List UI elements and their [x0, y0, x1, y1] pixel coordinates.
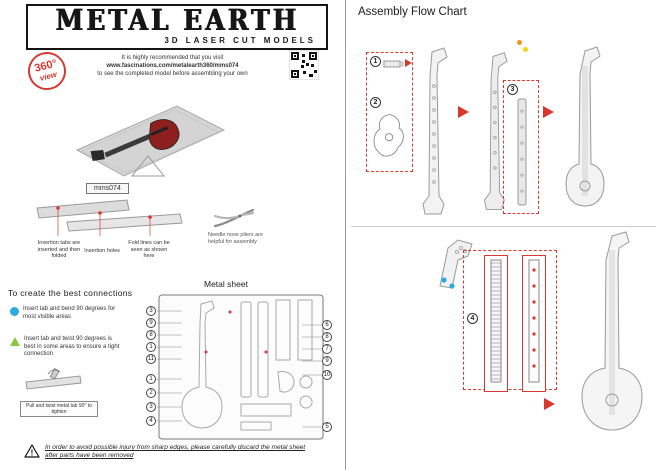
part-number: 1	[146, 374, 156, 384]
final-model-diagram	[572, 230, 652, 450]
part-number: 9	[322, 356, 332, 366]
connections-heading: To create the best connections	[8, 288, 133, 298]
assembled-neck-diagram	[562, 46, 608, 219]
tip-twist-text: Insert tab and twist 90 degrees is best …	[24, 336, 120, 357]
svg-text:!: !	[31, 449, 34, 458]
twist-diagram: Pull and twist metal tab 90° to tighten	[20, 366, 98, 424]
part-number: 4	[146, 416, 156, 426]
part-number: 10	[322, 370, 332, 380]
model-photo	[52, 88, 237, 180]
pliers-icon	[212, 206, 257, 230]
part-number: 7	[322, 344, 332, 354]
intro-url: www.fascinations.com/metalearth360/mms07…	[106, 63, 239, 69]
part-number: 6	[322, 320, 332, 330]
callout-fold-lines: Fold lines can be seen as shown here	[128, 240, 170, 259]
model-number-label: mms074	[86, 183, 129, 194]
step-number-3: 3	[507, 84, 518, 95]
part-number: 5	[322, 422, 332, 432]
fretboard-strip-hatched	[484, 255, 508, 392]
part-number: 2	[146, 388, 156, 398]
substep-box-4: 4	[463, 250, 557, 392]
fretboard-strip-diagram	[512, 97, 532, 214]
page-right: Assembly Flow Chart 1 2	[345, 0, 660, 470]
tip-bend: Insert tab and bend 90 degrees for most …	[10, 306, 122, 321]
flow-arrow-icon	[405, 59, 412, 67]
part-number: 8	[146, 330, 156, 340]
substep-box-3: 3	[503, 80, 539, 214]
neck-piece-diagram	[414, 46, 450, 223]
metal-sheet-label: Metal sheet	[204, 279, 248, 289]
substep-box-1-2: 1 2	[366, 52, 413, 172]
warning-triangle-icon: !	[24, 444, 40, 463]
tab-hole-diagram	[32, 196, 187, 236]
tip-bend-text: Insert tab and bend 90 degrees for most …	[23, 306, 116, 320]
part-number: 9	[146, 318, 156, 328]
part-number: 11	[146, 354, 156, 364]
marker-dot-yellow	[523, 47, 528, 52]
part-number: 1	[146, 342, 156, 352]
twist-marker-icon	[10, 337, 20, 346]
warning-text: In order to avoid possible injury from s…	[45, 444, 306, 459]
flow-arrow-icon	[544, 398, 555, 410]
step-number-2: 2	[370, 97, 381, 108]
intro-line-1: It is highly recommended that you visit	[121, 55, 224, 61]
intro-note: It is highly recommended that you visit …	[80, 54, 265, 78]
part-thumbnail	[383, 57, 405, 76]
tip-twist: Insert tab and twist 90 degrees is best …	[10, 336, 122, 359]
safety-warning: ! In order to avoid possible injury from…	[24, 444, 324, 463]
part-number: 3	[146, 402, 156, 412]
flow-chart-title: Assembly Flow Chart	[358, 6, 467, 18]
brand-title: METAL EARTH	[55, 4, 299, 38]
part-number: 3	[146, 306, 156, 316]
bend-marker-icon	[10, 307, 19, 316]
fretboard-strip-dotted	[522, 255, 546, 392]
metal-sheet-diagram: 3 9 8 1 11 1 2 3 4 6 8 7 9 10 5	[146, 292, 334, 442]
brand-subtitle: 3D LASER CUT MODELS	[164, 36, 316, 45]
callout-pliers: Needle nose pliers are helpful for assem…	[208, 232, 264, 245]
guitar-body-outline	[371, 111, 409, 172]
twist-diagram-art	[25, 367, 82, 390]
step-number-1: 1	[370, 56, 381, 67]
step-number-4: 4	[467, 313, 478, 324]
part-number: 8	[322, 332, 332, 342]
flow-arrow-icon	[458, 106, 469, 118]
qr-code-icon	[288, 49, 320, 81]
twist-caption: Pull and twist metal tab 90° to tighten	[20, 401, 98, 417]
marker-dot-orange	[517, 40, 522, 45]
section-divider	[351, 226, 656, 227]
brand-header: METAL EARTH 3D LASER CUT MODELS	[26, 4, 328, 50]
intro-line-3: to see the completed model before assemb…	[97, 71, 248, 77]
neck-piece-diagram	[476, 46, 510, 223]
callout-insertion-holes: Insertion holes	[84, 248, 120, 254]
page-left: METAL EARTH 3D LASER CUT MODELS 360° vie…	[8, 4, 334, 463]
flow-arrow-icon	[543, 106, 554, 118]
callout-insertion-tabs: Insertion tabs are inserted and then fol…	[37, 240, 81, 259]
